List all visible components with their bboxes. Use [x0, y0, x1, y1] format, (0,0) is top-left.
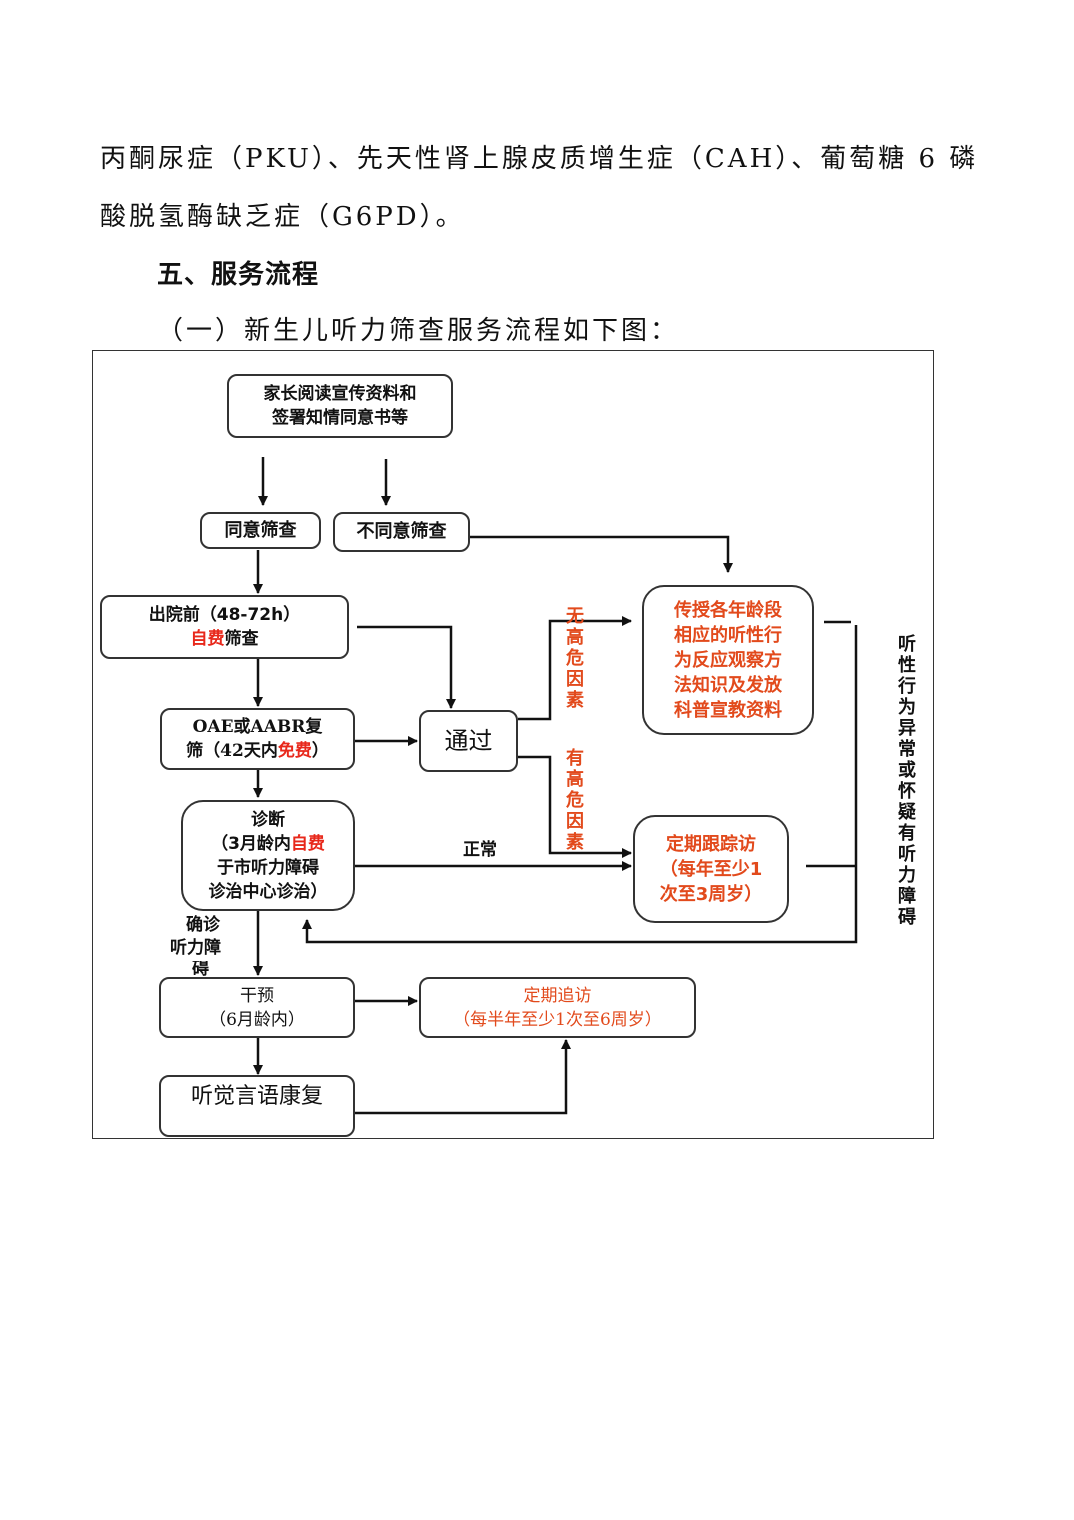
- pre-discharge-line2: 自费筛查: [191, 627, 259, 651]
- agree-screening-box: 同意筛查: [200, 512, 321, 549]
- no-high-risk-label: 无高危因素: [566, 606, 584, 711]
- section-heading: 五、服务流程: [157, 260, 320, 290]
- paragraph-line-1: 丙酮尿症（PKU）、先天性肾上腺皮质增生症（CAH）、葡萄糖 6 磷: [100, 144, 979, 174]
- parent-read-line2: 签署知情同意书等: [272, 408, 408, 428]
- rescreen-box: OAE或AABR复 筛（42天内免费）: [160, 708, 355, 770]
- diagnosis-line2-a: （3月龄内: [211, 833, 291, 854]
- paragraph-line-2: 酸脱氢酶缺乏症（G6PD）。: [100, 202, 465, 232]
- intervention-line1: 干预: [240, 985, 274, 1006]
- arrow-pass-no-risk: [518, 616, 632, 721]
- abnormal-hearing-label: 听性行为异常或怀疑有听力障碍: [898, 634, 916, 928]
- agree-screening-label: 同意筛查: [224, 519, 297, 541]
- intervention-box: 干预 （6月龄内）: [159, 977, 355, 1038]
- education-line: 科普宣教资料: [674, 699, 782, 721]
- disagree-screening-label: 不同意筛查: [356, 521, 447, 542]
- followup-regular-box: 定期跟踪访 （每年至少1 次至3周岁）: [633, 815, 789, 923]
- followup-long-line1: 定期追访: [523, 985, 592, 1006]
- parent-read-line1: 家长阅读宣传资料和: [263, 384, 417, 404]
- arrow-pass-high-risk: [518, 755, 632, 858]
- disagree-screening-box: 不同意筛查: [333, 512, 470, 552]
- followup-long-line2: （每半年至少1次至6周岁）: [453, 1009, 662, 1030]
- followup-regular-line3: 次至3周岁）: [659, 883, 763, 905]
- pass-label: 通过: [444, 727, 493, 755]
- rescreen-line2: 筛（42天内免费）: [186, 739, 329, 763]
- self-pay-label: 自费: [290, 833, 325, 854]
- arrow-predischarge-to-pass: [357, 625, 456, 709]
- pre-discharge-line1: 出院前（48-72h）: [148, 605, 301, 625]
- arrow-rehab-to-followup: [355, 1039, 571, 1115]
- normal-label: 正常: [463, 840, 497, 860]
- diagnosis-line3: 于市听力障碍: [217, 857, 319, 878]
- followup-regular-line1: 定期跟踪访: [666, 833, 756, 855]
- rescreen-line2-a: 筛（42天内: [186, 741, 278, 761]
- education-line: 法知识及发放: [674, 674, 782, 696]
- arrow-abnormal-return: [302, 625, 858, 944]
- education-box: 传授各年龄段 相应的听性行 为反应观察方 法知识及发放 科普宣教资料: [642, 585, 814, 735]
- subsection-heading: （一）新生儿听力筛查服务流程如下图：: [157, 316, 680, 346]
- education-line: 为反应观察方: [674, 649, 782, 671]
- education-line: 相应的听性行: [674, 624, 782, 646]
- pre-discharge-screening-box: 出院前（48-72h） 自费筛查: [100, 595, 349, 659]
- self-pay-label: 自费: [190, 629, 225, 649]
- confirmed-label-2: 听力障: [170, 938, 221, 958]
- confirmed-label-1: 确诊: [186, 915, 220, 935]
- arrow-disagree-to-education: [470, 535, 733, 573]
- pass-box: 通过: [419, 710, 518, 772]
- parent-read-box: 家长阅读宣传资料和 签署知情同意书等: [227, 374, 453, 438]
- flowchart-frame: [92, 350, 934, 1139]
- high-risk-label: 有高危因素: [566, 748, 584, 853]
- diagnosis-line2: （3月龄内自费: [211, 832, 325, 856]
- rehab-label: 听觉言语康复: [190, 1084, 323, 1109]
- rehab-box: 听觉言语康复: [159, 1075, 355, 1137]
- intervention-line2: （6月龄内）: [209, 1009, 305, 1030]
- diagnosis-line1: 诊断: [251, 809, 285, 830]
- diagnosis-line4: 诊治中心诊治）: [208, 881, 328, 902]
- diagnosis-box: 诊断 （3月龄内自费 于市听力障碍 诊治中心诊治）: [181, 800, 355, 911]
- followup-regular-line2: （每年至少1: [659, 858, 763, 880]
- followup-long-box: 定期追访 （每半年至少1次至6周岁）: [419, 977, 696, 1038]
- screening-label: 筛查: [224, 629, 259, 649]
- rescreen-line1: OAE或AABR复: [192, 717, 323, 737]
- confirmed-label-3: 碍: [192, 961, 209, 976]
- rescreen-line2-b: ）: [311, 741, 329, 761]
- education-line: 传授各年龄段: [674, 599, 782, 621]
- free-label: 免费: [277, 741, 312, 761]
